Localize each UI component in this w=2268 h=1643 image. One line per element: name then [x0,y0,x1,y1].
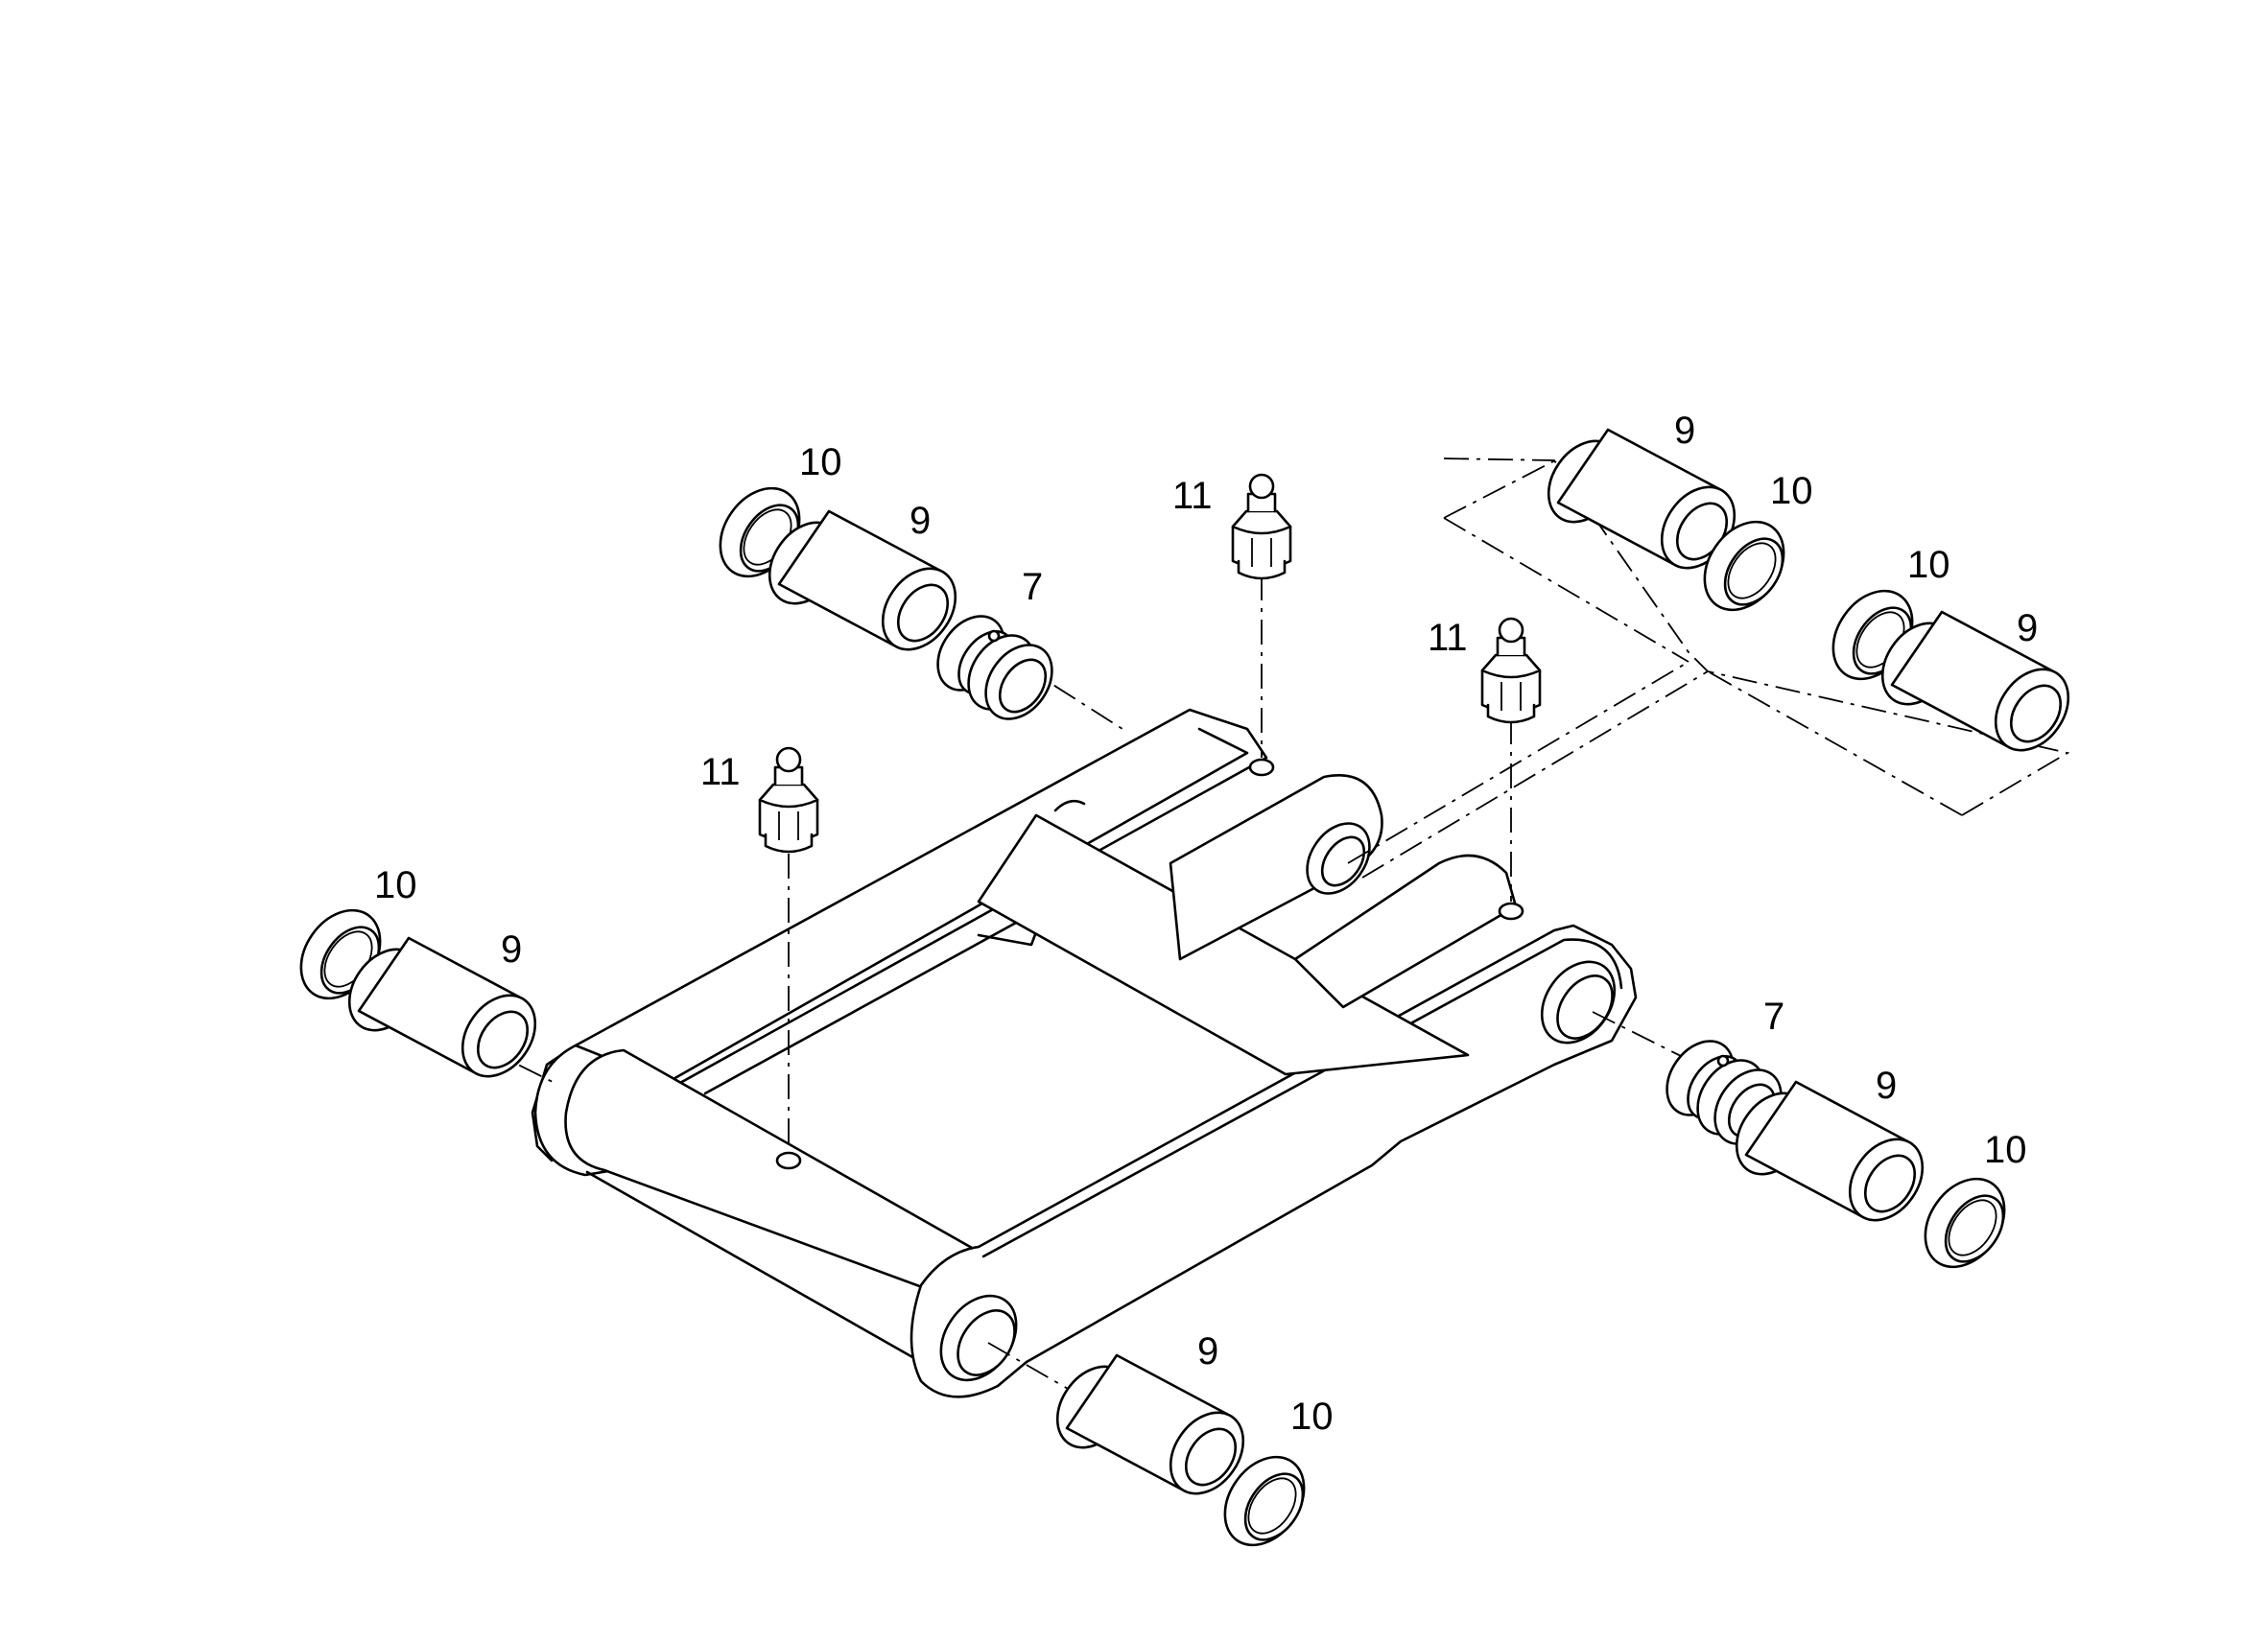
link-frame [531,708,1638,1398]
callout-c9: 9 [2017,607,2038,649]
callout-c13: 7 [1763,996,1784,1038]
callout-c1: 10 [799,441,842,483]
callout-c16: 9 [1197,1330,1218,1373]
callout-c17: 10 [1290,1396,1334,1438]
washer-right-bottom [1907,1162,2022,1283]
grease-nipple-left [758,746,819,854]
grease-nipple-right [1480,617,1542,724]
callout-c14: 9 [1876,1065,1897,1107]
callout-c7: 11 [1428,617,1468,659]
callout-c15: 10 [1984,1129,2027,1171]
callout-c12: 9 [501,928,522,971]
assembly-lines [479,458,2070,1416]
callout-c5: 9 [1674,410,1695,452]
callout-c11: 10 [374,864,417,906]
callout-c8: 10 [1907,544,1950,586]
callout-c4: 11 [1172,475,1213,517]
callout-c6: 10 [1770,470,1813,512]
callout-c3: 7 [1022,566,1043,608]
callout-c2: 9 [910,500,931,542]
callout-labels: 10 9 7 11 9 10 11 10 9 11 10 9 7 9 10 9 … [374,410,2038,1438]
grease-nipple-top [1231,473,1292,580]
callout-c10: 11 [700,751,741,793]
bushing-bottom [1041,1351,1260,1509]
